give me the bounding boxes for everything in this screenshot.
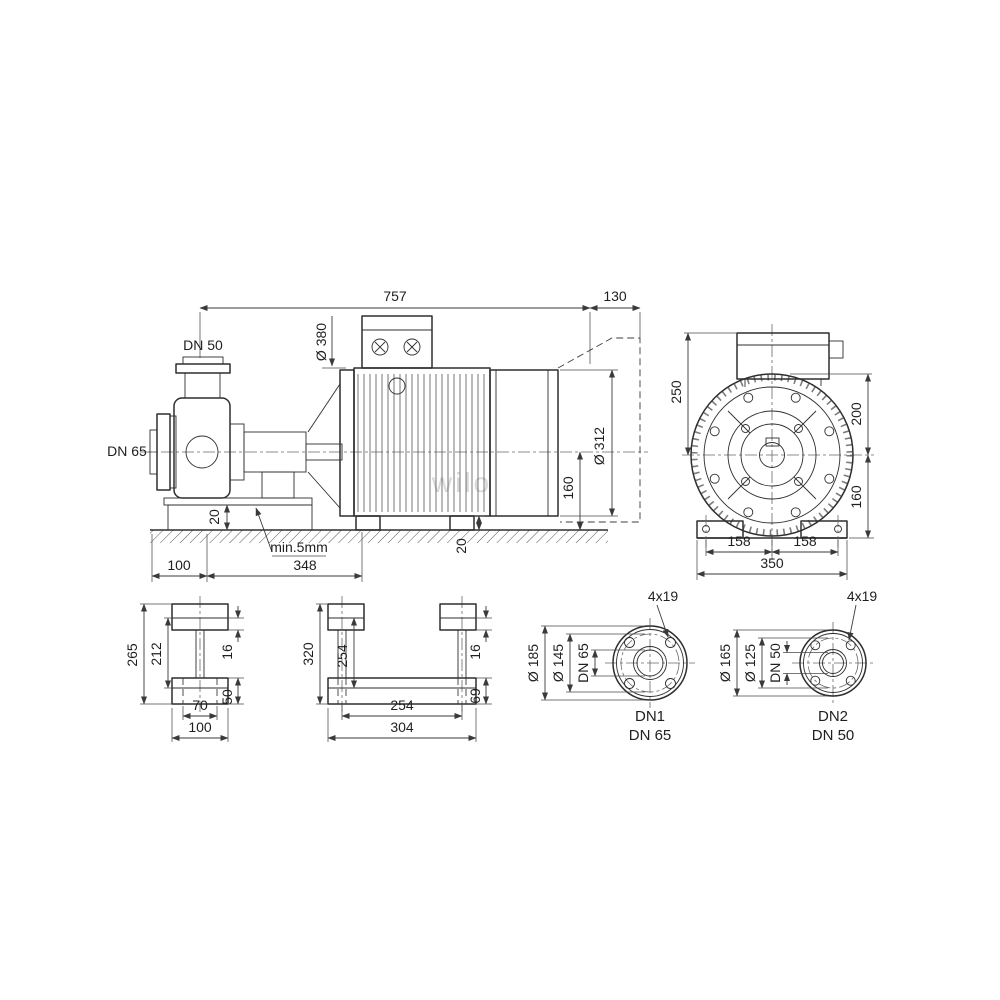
dim-265: 265	[124, 643, 140, 667]
dim-200: 200	[848, 402, 864, 426]
flange-dn2-size: DN 50	[812, 727, 855, 744]
dim-158-right: 158	[793, 533, 817, 549]
flange-dn1-view: 4x19 Ø 185 Ø 145 DN 65 DN1 DN 65	[525, 588, 695, 744]
top-plate	[171, 603, 229, 631]
front-view: 250 200 160 158 158 350	[668, 324, 874, 580]
bolt-circle	[807, 637, 859, 689]
dim-348: 348	[293, 557, 317, 573]
label-suction-flange: DN 65	[107, 443, 147, 459]
fan-cover	[489, 369, 559, 517]
shaft	[305, 443, 343, 461]
dim-160-front: 160	[848, 485, 864, 509]
dim-16-motor-foot: 16	[467, 644, 483, 660]
pump-foot-dimensions: 265 212 16 50 70 100	[124, 603, 244, 742]
front-pad	[327, 603, 365, 631]
base-plate	[327, 677, 477, 705]
dim-bolt-circle-dn2: Ø 125	[742, 644, 758, 682]
bearing-bracket	[229, 369, 355, 517]
flange-dn2-name: DN2	[818, 708, 848, 725]
side-view-dimensions: 757 130 DN 50 Ø 380 DN 65 Ø 312 160 20 m…	[107, 288, 641, 582]
motor-foot-front	[355, 515, 381, 531]
dim-outer-dia-dn2: Ø 165	[717, 644, 733, 682]
dim-dia-380: Ø 380	[313, 323, 329, 361]
terminal-box	[361, 315, 433, 369]
dim-50: 50	[219, 689, 235, 705]
cooling-fins	[357, 374, 485, 512]
dim-350: 350	[760, 555, 784, 571]
eye-bolt	[388, 377, 406, 395]
shaft-end	[759, 442, 785, 468]
keyway	[765, 437, 780, 447]
pump-casing	[149, 356, 231, 499]
rear-pad	[439, 603, 477, 631]
flange-dn1-size: DN 65	[629, 727, 672, 744]
foundation-block	[167, 504, 313, 531]
dim-shaft-height: 160	[560, 476, 576, 500]
dim-70: 70	[192, 697, 208, 713]
dim-clearance: 130	[603, 288, 627, 304]
dim-nominal-dn2: DN 50	[767, 643, 783, 683]
bolt-circle	[620, 633, 680, 693]
conduit-stub	[828, 340, 844, 359]
dim-254-vertical: 254	[334, 644, 350, 668]
dim-69: 69	[467, 688, 483, 704]
note-grout: min.5mm	[270, 539, 328, 555]
dim-holes-dn1: 4x19	[648, 588, 679, 604]
volute	[173, 397, 231, 499]
dim-100-foot: 100	[188, 719, 212, 735]
flange-dn2-view: 4x19 Ø 165 Ø 125 DN 50 DN2 DN 50	[717, 588, 877, 744]
dim-foundation-height: 20	[206, 509, 222, 525]
pump-foot-view: 265 212 16 50 70 100	[124, 596, 244, 742]
dim-total-length: 757	[383, 288, 407, 304]
terminal-box-front	[736, 332, 844, 387]
dim-100: 100	[167, 557, 191, 573]
cover-screw-icon	[371, 338, 389, 356]
bottom-plate	[171, 677, 229, 705]
dim-motor-dia: Ø 312	[591, 427, 607, 465]
dim-212: 212	[148, 642, 164, 666]
dim-254-horizontal: 254	[390, 697, 414, 713]
side-view: 757 130 DN 50 Ø 380 DN 65 Ø 312 160 20 m…	[107, 288, 648, 582]
dim-16-pump-foot: 16	[219, 644, 235, 660]
watermark: wilo	[431, 467, 492, 498]
flange-dn2-dimensions: 4x19 Ø 165 Ø 125 DN 50	[717, 588, 878, 697]
label-discharge-flange: DN 50	[183, 337, 223, 353]
dim-outer-dia-dn1: Ø 185	[525, 644, 541, 682]
motor-foot-dimensions: 320 254 16 69 254 304	[300, 603, 492, 742]
motor-flange	[339, 369, 355, 517]
dim-320: 320	[300, 642, 316, 666]
dim-304: 304	[390, 719, 414, 735]
cover-screw-icon	[403, 338, 421, 356]
dim-foot-height: 20	[453, 538, 469, 554]
discharge-flange	[175, 363, 231, 374]
dim-nominal-dn1: DN 65	[575, 643, 591, 683]
baseplate	[163, 497, 313, 506]
fins-ring	[691, 374, 853, 536]
dim-bolt-circle-dn1: Ø 145	[550, 644, 566, 682]
flange-dn1-name: DN1	[635, 708, 665, 725]
motor-foot-view: 320 254 16 69 254 304	[300, 596, 492, 742]
dim-250: 250	[668, 380, 684, 404]
front-view-dimensions: 250 200 160 158 158 350	[668, 332, 874, 580]
dim-holes-dn2: 4x19	[847, 588, 878, 604]
dim-158-left: 158	[727, 533, 751, 549]
pedestal	[261, 471, 295, 499]
motor-foot-rear	[449, 515, 475, 531]
flange-dn1-dimensions: 4x19 Ø 185 Ø 145 DN 65	[525, 588, 679, 701]
